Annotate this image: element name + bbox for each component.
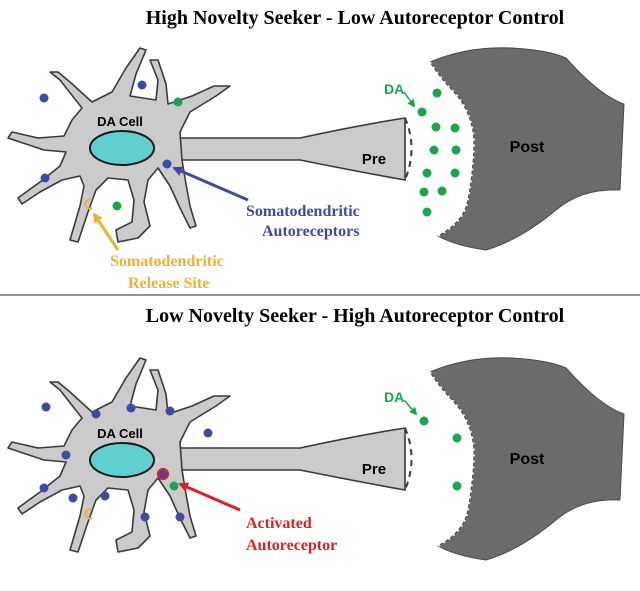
axon [174,117,406,181]
axon [174,427,406,491]
activated-annotation: Activated Autoreceptor [246,515,337,554]
postsynaptic-membrane [429,61,475,237]
autoreceptor-arrow [172,166,249,202]
da-label: DA [384,389,404,405]
autoreceptors [39,402,213,522]
da-pointer [403,91,416,108]
dopamine-dot [451,145,461,155]
autoreceptor-dot [39,93,49,103]
release-site-annotation: Somatodendritic Release Site [110,253,228,292]
da-pointer [403,399,418,416]
autoreceptor-dot [203,428,213,438]
autoreceptor-dot [40,173,50,183]
autoreceptor-dot [68,493,78,503]
postsynaptic-membrane [429,371,475,547]
autoreceptor-dot [165,406,175,416]
post-label: Post [510,451,545,468]
activated-arrow [178,482,241,512]
autoreceptor-annotation: Somatodendritic Autoreceptors [246,203,364,240]
cell-label: DA Cell [97,426,143,441]
presynaptic-terminal-edge [404,427,413,491]
postsynaptic-cell [429,357,625,561]
autoreceptor-dot [137,80,147,90]
pre-label: Pre [362,461,386,478]
dopamine-dot [169,481,179,491]
panel-title: High Novelty Seeker - Low Autoreceptor C… [146,7,565,29]
pre-label: Pre [362,151,386,168]
nucleus [89,442,155,478]
dopamine-molecules [112,88,461,217]
dopamine-dot [419,187,429,197]
release-site-arrow [92,212,120,251]
nucleus [89,130,155,166]
annotation-line: Autoreceptors [262,223,359,240]
dopamine-dot [450,123,460,133]
dopamine-dot [422,207,432,217]
cell-label: DA Cell [97,114,143,129]
panel-low-novelty: Low Novelty Seeker - High Autoreceptor C… [7,305,625,561]
dopamine-dot [450,168,460,178]
post-label: Post [510,139,545,156]
activated-autoreceptor [156,467,170,481]
release-site-marker [84,198,93,210]
dopamine-dot [417,107,427,117]
dopamine-dot [452,481,462,491]
dopamine-dot [173,97,183,107]
dopamine-dot [419,416,429,426]
annotation-line: Activated [246,515,312,532]
dopamine-molecules [169,416,462,491]
dopamine-dot [429,145,439,155]
panel-title: Low Novelty Seeker - High Autoreceptor C… [146,305,565,327]
autoreceptor-dot [162,159,172,169]
annotation-line: Somatodendritic [246,203,360,220]
autoreceptors [39,80,172,183]
autoreceptor-dot [41,402,51,412]
dopamine-dot [452,433,462,443]
panel-high-novelty: High Novelty Seeker - Low Autoreceptor C… [7,7,625,292]
release-site-marker [84,508,93,520]
dopamine-dot [431,122,441,132]
da-label: DA [384,81,404,97]
autoreceptor-dot [100,491,110,501]
panel-low-novelty-figure: DA Cell Pre Post DA [7,357,625,561]
dopamine-dot [422,168,432,178]
autoreceptor-dot [126,403,136,413]
annotation-line: Autoreceptor [246,537,337,554]
autoreceptor-dot [91,409,101,419]
postsynaptic-cell [429,47,625,251]
dopamine-dot [432,88,442,98]
autoreceptor-dot [175,512,185,522]
autoreceptor-dot [61,450,71,460]
autoreceptor-dot [140,512,150,522]
autoreceptor-dot [39,483,49,493]
dopamine-dot [112,201,122,211]
presynaptic-terminal-edge [404,117,413,181]
annotation-line: Release Site [128,275,209,292]
annotation-line: Somatodendritic [110,253,224,270]
dopamine-dot [437,186,447,196]
